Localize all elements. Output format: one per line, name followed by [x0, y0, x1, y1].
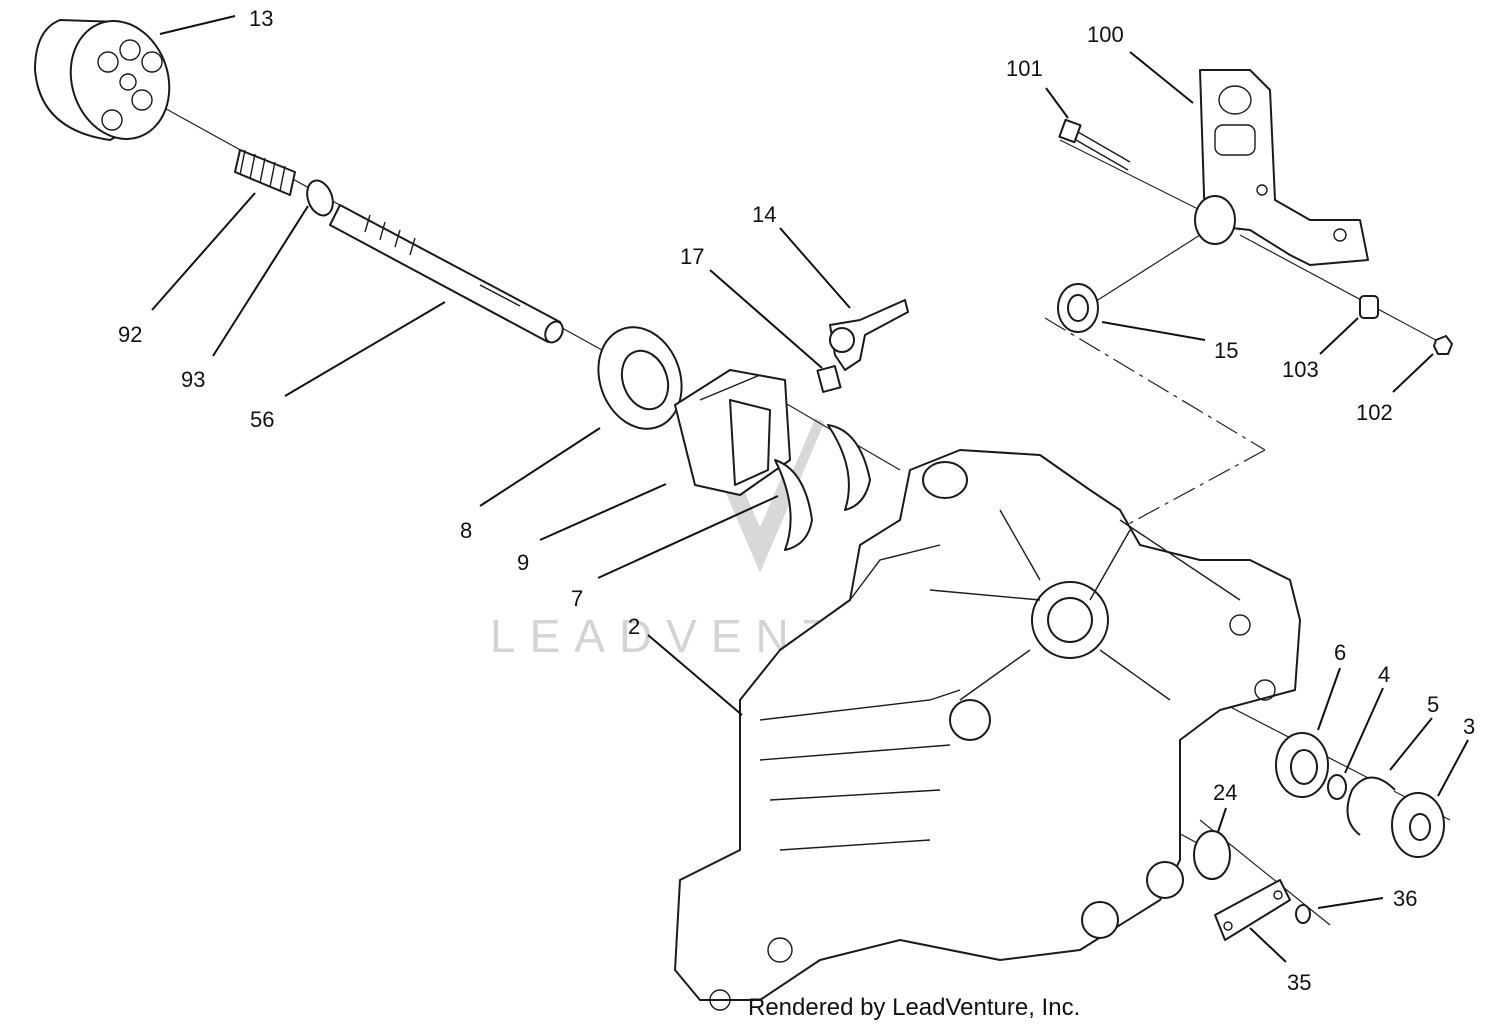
callout-17: 17: [680, 244, 704, 269]
part-8-bearing: [597, 326, 683, 430]
callout-13: 13: [249, 6, 273, 31]
callout-5: 5: [1427, 692, 1439, 717]
callout-35: 35: [1287, 970, 1311, 995]
callout-7: 7: [571, 586, 583, 611]
callout-14: 14: [752, 202, 776, 227]
callout-3: 3: [1463, 714, 1475, 739]
part-4-ring: [1327, 774, 1347, 800]
part-9-swashplate: [674, 369, 791, 496]
callout-24: 24: [1213, 780, 1237, 805]
part-14-trunnion-arm: [829, 299, 909, 371]
callout-9: 9: [517, 550, 529, 575]
part-3-seal: [1391, 792, 1445, 858]
callout-leaders: [151, 15, 1469, 963]
render-credit: Rendered by LeadVenture, Inc.: [748, 994, 1081, 1021]
part-93-ring: [306, 179, 334, 217]
part-101-bolt: [1058, 118, 1131, 171]
callout-103: 103: [1282, 357, 1319, 382]
callout-15: 15: [1214, 338, 1238, 363]
part-24-washer: [1193, 830, 1231, 880]
part-2-housing: [674, 449, 1301, 1011]
part-17-block: [816, 365, 842, 393]
part-56-shaft: [329, 204, 564, 344]
part-92-spring: [234, 149, 296, 196]
callout-102: 102: [1356, 400, 1393, 425]
callout-56: 56: [250, 407, 274, 432]
callout-100: 100: [1087, 22, 1124, 47]
callout-6: 6: [1334, 640, 1346, 665]
part-7-thrust-washers: [774, 424, 871, 551]
callout-labels: 13 92 93 56 14 17 8 9 7 2 100 101 15 103…: [118, 6, 1475, 995]
part-35-plate: [1214, 879, 1291, 941]
part-36-clip: [1295, 904, 1311, 924]
part-13-cylinder-block: [34, 19, 171, 141]
part-15-seal: [1057, 283, 1099, 333]
part-100-bracket: [1194, 69, 1369, 266]
callout-101: 101: [1006, 56, 1043, 81]
part-103-spacer: [1359, 295, 1379, 319]
part-5-retaining-ring: [1346, 776, 1396, 836]
callout-4: 4: [1378, 662, 1390, 687]
callout-36: 36: [1393, 886, 1417, 911]
callout-8: 8: [460, 518, 472, 543]
callout-92: 92: [118, 322, 142, 347]
callout-2: 2: [628, 614, 640, 639]
part-6-bearing: [1275, 732, 1329, 798]
part-102-nut: [1433, 335, 1453, 355]
callout-93: 93: [181, 367, 205, 392]
